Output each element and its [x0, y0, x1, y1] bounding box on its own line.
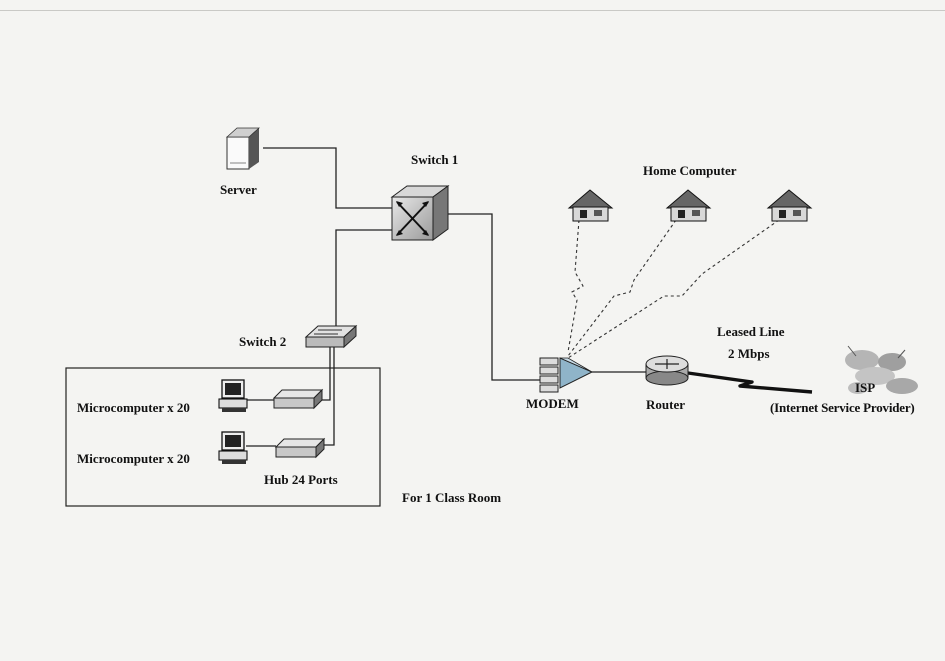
hub-1-icon — [274, 390, 322, 408]
isp-full-label: (Internet Service Provider) — [770, 400, 915, 416]
home-computer-label: Home Computer — [643, 163, 737, 179]
home-computer-3-icon — [768, 190, 811, 221]
router-icon — [646, 356, 688, 385]
dialup-link-home-1 — [568, 220, 583, 352]
microcomputer-1-icon — [219, 380, 247, 412]
hub-label: Hub 24 Ports — [264, 472, 338, 488]
microcomputer-2-label: Microcomputer x 20 — [77, 451, 190, 467]
modem-label: MODEM — [526, 396, 579, 412]
home-computer-1-icon — [569, 190, 612, 221]
hub-2-icon — [276, 439, 324, 457]
dialup-link-home-2 — [568, 220, 676, 356]
server-label: Server — [220, 182, 257, 198]
classroom-label: For 1 Class Room — [402, 490, 501, 506]
microcomputer-2-icon — [219, 432, 247, 464]
bandwidth-label: 2 Mbps — [728, 346, 770, 362]
microcomputer-1-label: Microcomputer x 20 — [77, 400, 190, 416]
modem-icon — [540, 358, 592, 392]
switch-1-icon — [392, 186, 448, 240]
switch-2-label: Switch 2 — [239, 334, 286, 350]
leased-line-label: Leased Line — [717, 324, 785, 340]
switch-2-icon — [306, 326, 356, 347]
server-icon — [227, 128, 259, 169]
link-switch2-hub2 — [322, 345, 334, 445]
leased-line-link — [688, 373, 812, 392]
router-label: Router — [646, 397, 685, 413]
link-server-switch1 — [263, 148, 392, 208]
link-switch1-switch2 — [336, 230, 392, 330]
switch-1-label: Switch 1 — [411, 152, 458, 168]
home-computer-2-icon — [667, 190, 710, 221]
link-switch1-modem — [441, 214, 540, 380]
isp-label: ISP — [855, 380, 875, 396]
